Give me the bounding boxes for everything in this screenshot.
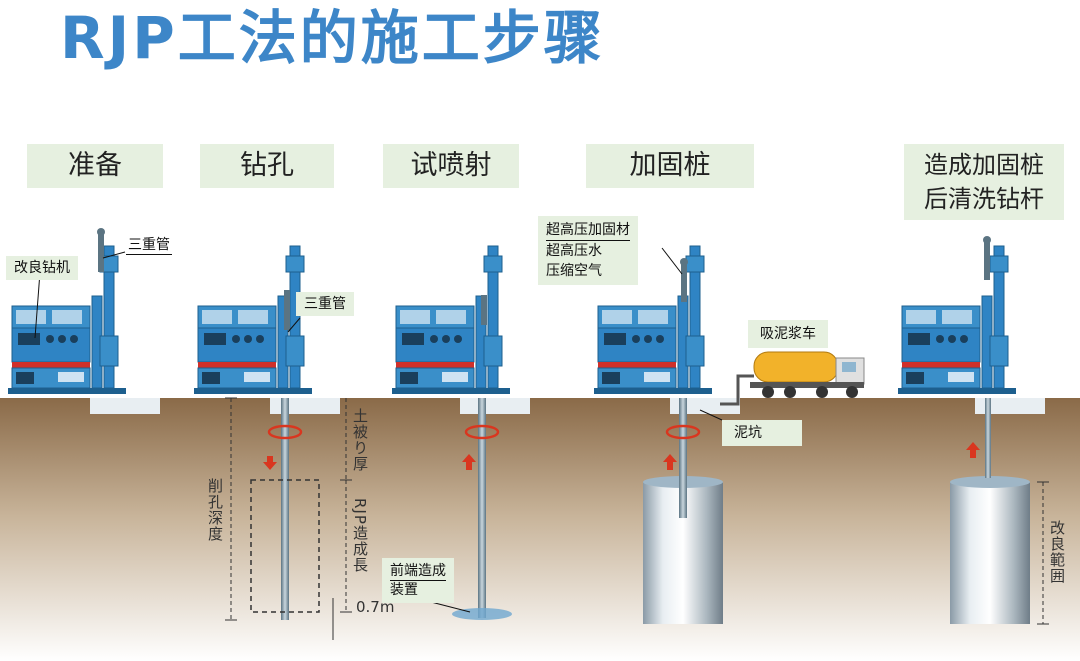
- callout-mud-truck: 吸泥浆车: [748, 320, 828, 348]
- dim-rjp-length: RJP造成長: [351, 498, 369, 573]
- callout-nozzle-line1: 前端造成: [390, 563, 446, 581]
- callout-materials-line1: 超高压加固材: [546, 220, 630, 241]
- callout-materials-line3: 压缩空气: [546, 263, 602, 279]
- page-title: RJP工法的施工步骤: [60, 4, 605, 72]
- callout-drill-rig: 改良钻机: [6, 256, 78, 280]
- step-label-clean-rod: 造成加固桩 后清洗钻杆: [904, 144, 1064, 220]
- callout-triple-pipe-2: 三重管: [296, 292, 354, 316]
- step-label-prepare: 准备: [27, 144, 163, 188]
- callout-triple-pipe-1: 三重管: [126, 237, 172, 255]
- step-label-reinforce-pile: 加固桩: [586, 144, 754, 188]
- callout-materials-line2: 超高压水: [546, 243, 602, 259]
- callout-nozzle-line2: 装置: [390, 582, 418, 598]
- step-label-test-jet: 试喷射: [383, 144, 519, 188]
- drill-rig-5: [897, 245, 1017, 395]
- mud-tanker-truck: [720, 351, 865, 406]
- dim-drill-depth: 削孔深度: [206, 478, 224, 542]
- callout-materials: 超高压加固材 超高压水 压缩空气: [538, 216, 638, 285]
- step-label-drilling: 钻孔: [200, 144, 334, 188]
- dim-offset: 0.7m: [356, 598, 395, 616]
- dim-improved-range: 改良範囲: [1048, 520, 1066, 584]
- dim-soil-cover: 土被り厚: [351, 408, 369, 472]
- callout-mud-pit: 泥坑: [722, 420, 802, 446]
- drill-rig-3: [391, 245, 511, 395]
- drill-rig-2: [193, 245, 313, 395]
- callout-nozzle: 前端造成 装置: [382, 558, 454, 603]
